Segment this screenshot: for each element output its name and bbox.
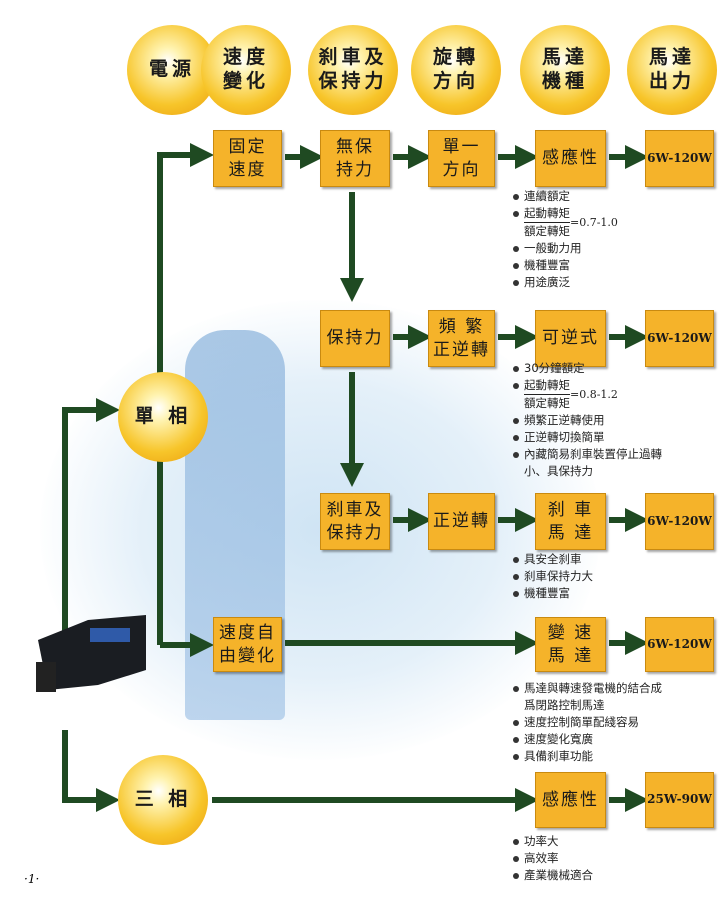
note: 一般動力用 — [512, 240, 618, 257]
note: 功率大 — [512, 833, 593, 850]
note: 機種豐富 — [512, 585, 593, 602]
box-forward-reverse: 正逆轉 — [428, 493, 495, 550]
box-fixed-speed: 固定 速度 — [213, 130, 282, 187]
header-brake-hold: 刹車及 保持力 — [308, 25, 398, 115]
header-motor-type: 馬達 機種 — [520, 25, 610, 115]
box-variable-speed: 速度自 由變化 — [213, 617, 282, 672]
box-no-hold: 無保 持力 — [320, 130, 390, 187]
notes-reversible: 30分鐘額定 起動轉矩額定轉矩=0.8-1.2 頻繁正逆轉使用 正逆轉切換簡單 … — [512, 360, 662, 480]
note-torque-ratio: 起動轉矩額定轉矩=0.7-1.0 — [512, 205, 618, 240]
note: 高效率 — [512, 850, 593, 867]
note: 速度控制簡單配綫容易 — [512, 714, 662, 731]
box-brake-hold: 刹車及 保持力 — [320, 493, 390, 550]
box-induction-three: 感應性 — [535, 772, 606, 828]
box-output-2: 6W-120W — [645, 310, 714, 367]
note: 小、具保持力 — [524, 464, 593, 478]
note: 速度變化寬廣 — [512, 731, 662, 748]
box-output-1: 6W-120W — [645, 130, 714, 187]
box-hold: 保持力 — [320, 310, 390, 367]
box-one-direction: 單一 方向 — [428, 130, 495, 187]
box-output-4: 6W-120W — [645, 617, 714, 672]
notes-variable: 馬達與轉速發電機的結合成 爲閉路控制馬達 速度控制簡單配綫容易 速度變化寬廣 具… — [512, 680, 662, 765]
note: 用途廣泛 — [512, 274, 618, 291]
note: 具備刹車功能 — [512, 748, 662, 765]
single-phase-circle: 單 相 — [118, 372, 208, 462]
three-phase-circle: 三 相 — [118, 755, 208, 845]
note: 頻繁正逆轉使用 — [512, 412, 662, 429]
box-induction: 感應性 — [535, 130, 606, 187]
note: 內藏簡易刹車裝置停止過轉 — [512, 446, 662, 463]
note: 正逆轉切換簡單 — [512, 429, 662, 446]
note-torque-ratio: 起動轉矩額定轉矩=0.8-1.2 — [512, 377, 662, 412]
note: 機種豐富 — [512, 257, 618, 274]
header-speed-change: 速度 變化 — [201, 25, 291, 115]
note: 30分鐘額定 — [512, 360, 662, 377]
notes-three-phase: 功率大 高效率 產業機械適合 — [512, 833, 593, 884]
note: 產業機械適合 — [512, 867, 593, 884]
header-rotation: 旋轉 方向 — [411, 25, 501, 115]
box-variable-motor: 變 速 馬 達 — [535, 617, 606, 672]
page-number: ·1· — [24, 872, 40, 886]
box-frequent-reverse: 頻 繁 正逆轉 — [428, 310, 495, 367]
note: 具安全刹車 — [512, 551, 593, 568]
notes-brake: 具安全刹車 刹車保持力大 機種豐富 — [512, 551, 593, 602]
motor-image — [28, 600, 148, 700]
box-output-3: 6W-120W — [645, 493, 714, 550]
header-motor-output: 馬達 出力 — [627, 25, 717, 115]
note: 刹車保持力大 — [512, 568, 593, 585]
note: 連續額定 — [512, 188, 618, 205]
box-brake-motor: 刹 車 馬 達 — [535, 493, 606, 550]
box-output-5: 25W-90W — [645, 772, 714, 828]
note: 爲閉路控制馬達 — [524, 698, 605, 712]
note: 馬達與轉速發電機的結合成 — [512, 680, 662, 697]
box-reversible: 可逆式 — [535, 310, 606, 367]
notes-induction: 連續額定 起動轉矩額定轉矩=0.7-1.0 一般動力用 機種豐富 用途廣泛 — [512, 188, 618, 291]
